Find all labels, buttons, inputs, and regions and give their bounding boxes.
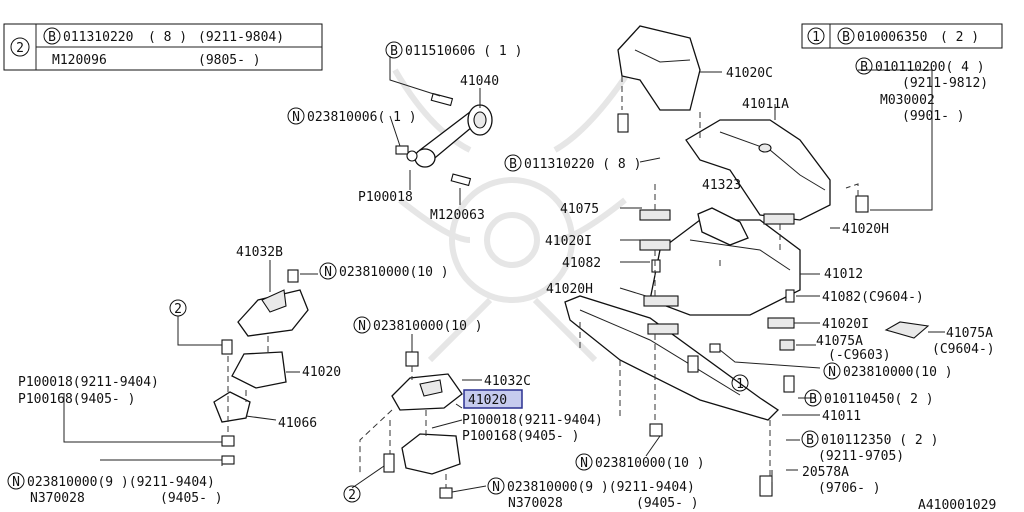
label-41082-left: 41082 xyxy=(562,256,601,271)
label-p100168-center: P100168(9405- ) xyxy=(462,429,579,444)
watermark-emblem xyxy=(392,68,633,363)
label-41323: 41323 xyxy=(702,178,741,193)
mount-41020-lower xyxy=(401,433,461,475)
legend-left-row1-period: (9211-9804) xyxy=(198,30,284,45)
bracket-41020C xyxy=(617,25,701,111)
n-symbol: N xyxy=(580,456,588,471)
label-p100018-center: P100018(9211-9404) xyxy=(462,413,603,428)
label-023810000-left: 023810000(10 ) xyxy=(339,265,449,280)
label-20578A: 20578A xyxy=(802,465,849,480)
label-period-c9604: (C9604-) xyxy=(932,342,995,357)
label-p100018-left: P100018(9211-9404) xyxy=(18,375,159,390)
mount-41032C xyxy=(391,373,463,411)
n-symbol: N xyxy=(12,475,20,490)
label-010112350: 010112350 ( 2 ) xyxy=(821,433,938,448)
label-period-c9603: (-C9603) xyxy=(828,348,891,363)
legend-table-right: 1 B 010006350 ( 2 ) xyxy=(801,23,1003,49)
spacer-41323 xyxy=(697,207,749,246)
label-period-9405-center: (9405- ) xyxy=(636,496,699,511)
highlight-box xyxy=(463,389,523,409)
label-41066: 41066 xyxy=(278,416,317,431)
b-symbol: B xyxy=(48,30,56,45)
mount-pads xyxy=(639,209,930,497)
label-41011A: 41011A xyxy=(742,97,789,112)
label-period-9211-9705: (9211-9705) xyxy=(818,449,904,464)
crossmember-41011A xyxy=(685,119,831,221)
n-symbol: N xyxy=(828,365,836,380)
crossmember-41011 xyxy=(564,295,780,421)
b-symbol: B xyxy=(390,44,398,59)
label-41032C: 41032C xyxy=(484,374,531,389)
ref-circle-one: 1 xyxy=(736,377,744,392)
label-p100018: P100018 xyxy=(358,190,413,205)
legend-table-left: 2 B 011310220 ( 8 ) (9211-9804) M120096 … xyxy=(3,23,323,71)
legend-left-row1-qty: ( 8 ) xyxy=(148,30,187,45)
label-023810000-center: 023810000(10 ) xyxy=(373,319,483,334)
label-41020I-left: 41020I xyxy=(545,234,592,249)
label-41020H-left: 41020H xyxy=(546,282,593,297)
legend-left-index: 2 xyxy=(16,41,24,56)
legend-right-code: 010006350 xyxy=(857,30,927,45)
b-symbol: B xyxy=(806,433,814,448)
label-period-9405-left: (9405- ) xyxy=(160,491,223,506)
label-41075A-right: 41075A xyxy=(946,326,993,341)
b-symbol: B xyxy=(860,60,868,75)
legend-right-qty: ( 2 ) xyxy=(940,30,979,45)
label-41020-highlighted: 41020 xyxy=(468,393,507,408)
label-023810000-9-center: 023810000(9 )(9211-9404) xyxy=(507,480,695,495)
label-023810000-right: 023810000(10 ) xyxy=(843,365,953,380)
label-p100168-left: P100168(9405- ) xyxy=(18,392,135,407)
legend-left-row2-period: (9805- ) xyxy=(198,53,261,68)
label-41020-left: 41020 xyxy=(302,365,341,380)
label-period-9706: (9706- ) xyxy=(818,481,881,496)
label-010110200: 010110200( 4 ) xyxy=(875,60,985,75)
legend-left-row1-code: 011310220 xyxy=(63,30,133,45)
mount-41020 xyxy=(231,351,287,389)
label-m030002: M030002 xyxy=(880,93,935,108)
label-period-9901: (9901- ) xyxy=(902,109,965,124)
label-n370028-center: N370028 xyxy=(508,496,563,511)
n-symbol: N xyxy=(324,265,332,280)
label-41040: 41040 xyxy=(460,74,499,89)
n-symbol: N xyxy=(292,110,300,125)
callout-labels: B 011510606 ( 1 ) 41040 N 023810006( 1 )… xyxy=(7,41,996,512)
label-period-9211-9812: (9211-9812) xyxy=(902,76,988,91)
label-023810006: 023810006( 1 ) xyxy=(307,110,417,125)
label-41032B: 41032B xyxy=(236,245,283,260)
label-023810000-9-left: 023810000(9 )(9211-9404) xyxy=(27,475,215,490)
n-symbol: N xyxy=(492,480,500,495)
label-41020I-right: 41020I xyxy=(822,317,869,332)
label-n370028-left: N370028 xyxy=(30,491,85,506)
ref-circle-two: 2 xyxy=(348,488,356,503)
bracket-41066 xyxy=(213,391,251,423)
legend-right-index: 1 xyxy=(812,30,820,45)
label-41011: 41011 xyxy=(822,409,861,424)
b-symbol: B xyxy=(509,157,517,172)
b-symbol: B xyxy=(809,392,817,407)
label-011310220: 011310220 ( 8 ) xyxy=(524,157,641,172)
label-41012: 41012 xyxy=(824,267,863,282)
torque-rod-41040 xyxy=(395,92,493,187)
ref-circle-two: 2 xyxy=(174,302,182,317)
n-symbol: N xyxy=(358,319,366,334)
mount-41032B xyxy=(237,269,309,337)
label-41075: 41075 xyxy=(560,202,599,217)
label-41082-right: 41082(C9604-) xyxy=(822,290,924,305)
b-symbol: B xyxy=(842,30,850,45)
label-010110450: 010110450( 2 ) xyxy=(824,392,934,407)
label-41020C: 41020C xyxy=(726,66,773,81)
label-m120063: M120063 xyxy=(430,208,485,223)
label-41075A-center: 41075A xyxy=(816,334,863,349)
label-011510606: 011510606 ( 1 ) xyxy=(405,44,522,59)
legend-left-row2-code: M120096 xyxy=(52,53,107,68)
label-41020H-right: 41020H xyxy=(842,222,889,237)
label-023810000-lower: 023810000(10 ) xyxy=(595,456,705,471)
reference-code: A410001029 xyxy=(918,498,996,512)
